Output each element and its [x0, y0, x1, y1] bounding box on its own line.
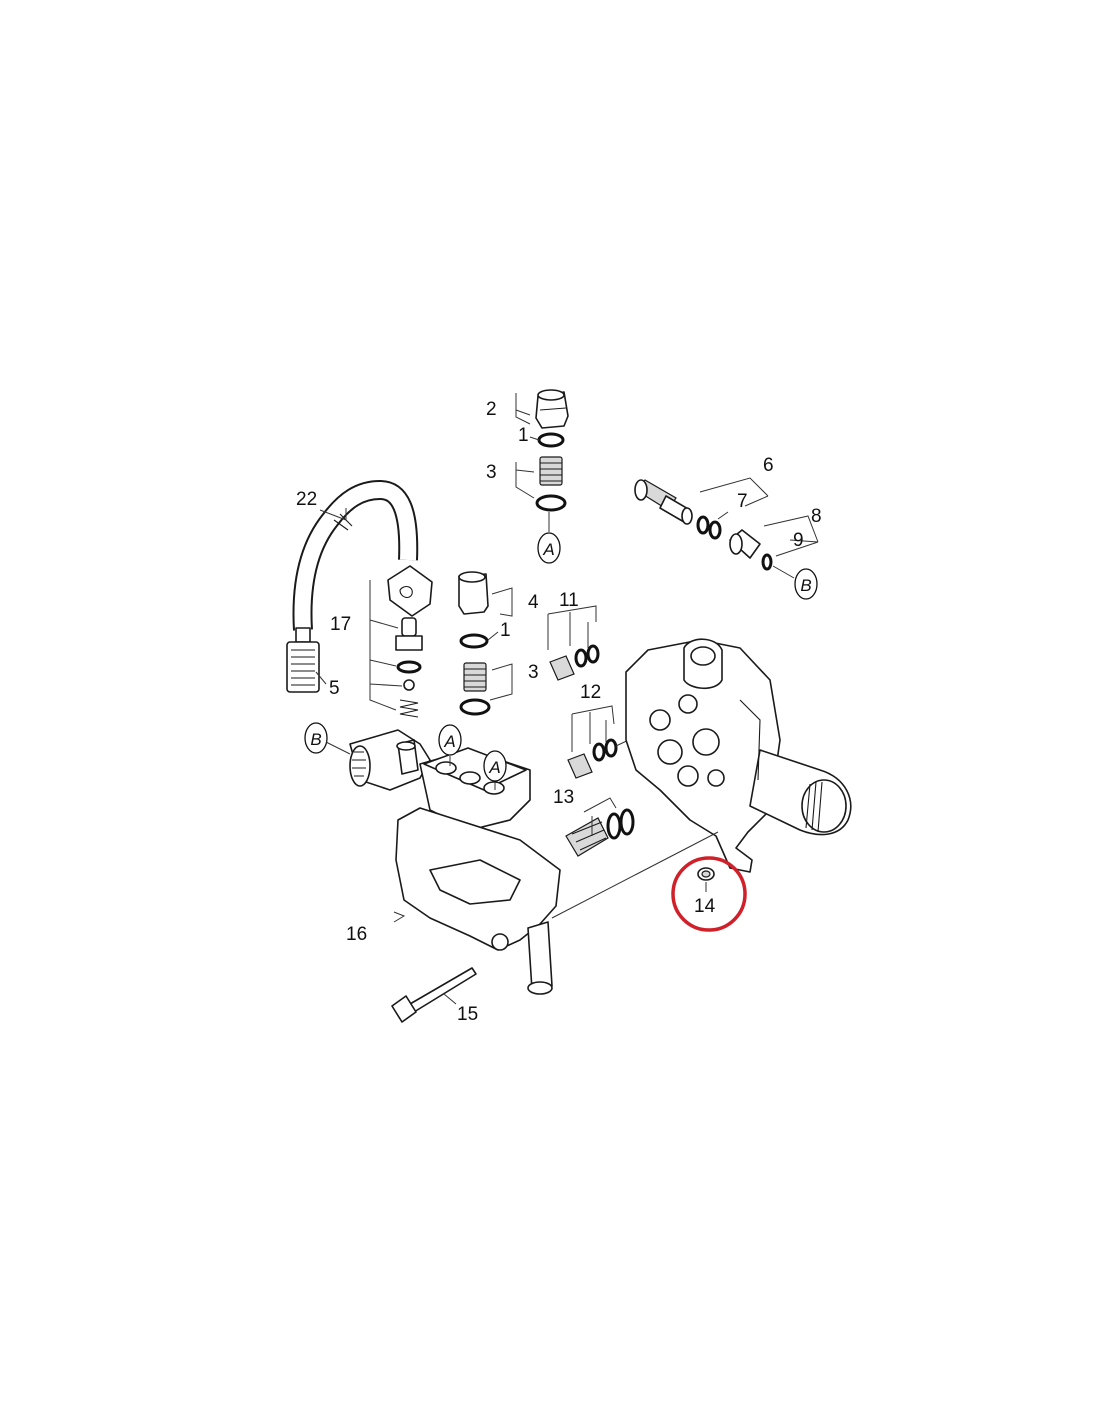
- o-ring-part-9: [761, 553, 773, 571]
- label-6: 6: [763, 455, 774, 476]
- svg-text:B: B: [310, 730, 321, 749]
- label-8: 8: [811, 506, 822, 527]
- label-9: 9: [793, 530, 804, 551]
- leader-16: [393, 911, 406, 923]
- callout-a-top: A: [537, 532, 561, 564]
- label-1-top: 1: [518, 425, 529, 446]
- assembly-line: [551, 831, 719, 919]
- label-13: 13: [553, 787, 574, 808]
- plug-part-14: [697, 867, 715, 881]
- svg-text:B: B: [800, 576, 811, 595]
- adapter-part-8: [729, 529, 761, 559]
- svg-text:A: A: [488, 758, 500, 777]
- label-12: 12: [580, 682, 601, 703]
- hose-clip-part-17: [387, 565, 433, 617]
- leader-22: [319, 508, 347, 521]
- label-16: 16: [346, 924, 367, 945]
- leader-1-mid: [487, 631, 499, 641]
- suction-filter-part-5: [286, 627, 320, 693]
- valve-spring-part-3-mid: [463, 662, 487, 692]
- leader-5: [315, 671, 327, 685]
- valve-part-11: [549, 644, 600, 681]
- label-14: 14: [694, 896, 716, 917]
- bracket-12: [571, 705, 615, 752]
- label-1-mid: 1: [500, 620, 511, 641]
- bracket-3-top: [515, 462, 535, 499]
- label-2: 2: [486, 399, 497, 420]
- valve-part-13: [565, 808, 635, 857]
- bracket-11: [547, 605, 597, 650]
- svg-text:A: A: [542, 540, 554, 559]
- leader-1-top: [529, 436, 540, 441]
- label-22: 22: [296, 489, 317, 510]
- bracket-2: [515, 393, 531, 425]
- callout-b-right: B: [794, 568, 818, 600]
- o-rings-part-7: [696, 515, 722, 540]
- hose-part-22: [292, 479, 419, 631]
- ball-part-17: [403, 679, 415, 691]
- bracket-6: [699, 477, 769, 507]
- leader-b-right: [772, 565, 795, 579]
- label-7: 7: [737, 491, 748, 512]
- bracket-4: [491, 587, 513, 617]
- label-3-mid: 3: [528, 662, 539, 683]
- o-ring-part-1-mid: [459, 633, 489, 649]
- leader-7: [717, 511, 729, 520]
- bracket-13: [583, 797, 617, 836]
- o-ring-part-17: [396, 660, 422, 674]
- label-15: 15: [457, 1004, 478, 1025]
- highlight-circle: [671, 856, 747, 932]
- o-ring-part-3-top: [535, 494, 567, 512]
- pump-housing: [625, 638, 852, 873]
- bracket-8: [763, 515, 819, 557]
- nipple-part-17: [395, 617, 423, 651]
- valve-cap-part-4: [458, 571, 489, 615]
- label-11: 11: [559, 590, 579, 611]
- valve-cap-part-2: [535, 389, 569, 429]
- callout-b-left: B: [304, 722, 328, 754]
- o-ring-part-3-mid: [459, 698, 491, 716]
- o-ring-part-1-top: [537, 432, 565, 448]
- label-17: 17: [330, 614, 351, 635]
- bracket-3-mid: [489, 663, 513, 701]
- label-3-top: 3: [486, 462, 497, 483]
- manifold-body: [349, 729, 561, 995]
- valve-spring-part-3-top: [539, 456, 563, 486]
- leader-15: [443, 993, 457, 1005]
- label-5: 5: [329, 678, 340, 699]
- label-4: 4: [528, 592, 539, 613]
- spring-part-17: [399, 699, 419, 718]
- callout-a-left: A: [438, 724, 462, 756]
- callout-a-right: A: [483, 750, 507, 782]
- bracket-17: [369, 580, 403, 711]
- svg-text:A: A: [443, 732, 455, 751]
- bolt-part-15: [391, 967, 477, 1023]
- high-pressure-fitting-part-6: [634, 479, 693, 525]
- leader-b-left: [325, 741, 351, 755]
